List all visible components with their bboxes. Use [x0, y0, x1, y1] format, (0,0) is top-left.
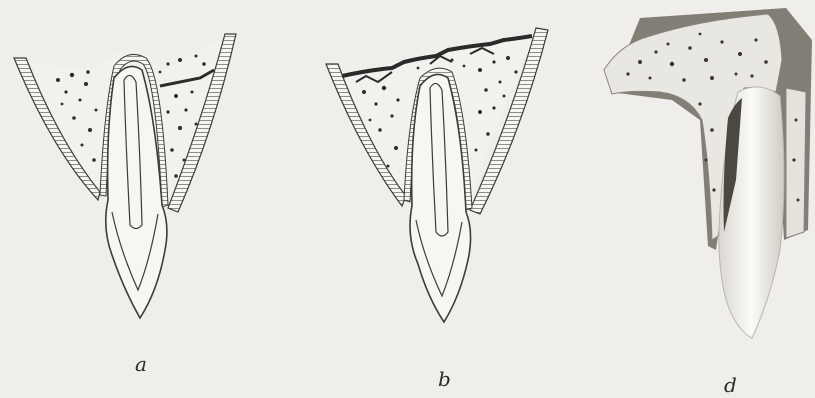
specimen-d [604, 8, 812, 338]
alveolar-bone-b-left [342, 71, 414, 197]
caption-a: a [135, 354, 147, 374]
drawing-b [326, 28, 548, 322]
caption-b: b [438, 369, 451, 389]
caption-d: d [724, 375, 737, 395]
specimen-socket-wall [786, 88, 806, 238]
drawing-a [14, 34, 236, 318]
